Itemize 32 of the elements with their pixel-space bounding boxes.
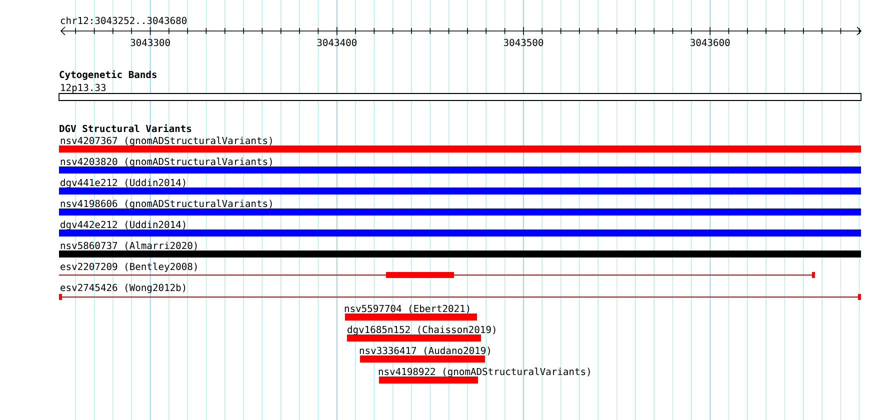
node-label: nsv3336417 (Audano2019)	[360, 346, 490, 356]
node-label: nsv4198606 (gnomADStructuralVariants)	[60, 200, 272, 210]
variant-feature: nsv5597704 (Ebert2021)	[344, 304, 477, 320]
node-label: nsv5597704 (Ebert2021)	[344, 304, 470, 314]
node-label: dgv1685n152 (Chaisson2019)	[348, 326, 496, 336]
node-label: dgv441e212 (Uddin2014)	[60, 178, 186, 188]
variant-feature: nsv4203820 (gnomADStructuralVariants)	[59, 158, 862, 174]
node-label: nsv5860737 (Almarri2020)	[60, 242, 197, 250]
node-label: nsv4198922 (gnomADStructuralVariants)	[378, 368, 590, 378]
variant-feature: dgv1685n152 (Chaisson2019)	[347, 326, 496, 342]
tick-label: 3043300	[130, 38, 170, 46]
node-label: dgv442e212 (Uddin2014)	[60, 220, 186, 230]
node-label: nsv4203820 (gnomADStructuralVariants)	[60, 158, 272, 168]
node-label: esv2745426 (Wong2012b)	[60, 284, 186, 294]
variant-feature: esv2207209 (Bentley2008)	[58, 262, 816, 278]
variant-feature: dgv442e212 (Uddin2014)	[59, 220, 862, 236]
tick-label: 3043400	[317, 38, 356, 46]
variant-feature: esv2745426 (Wong2012b)	[59, 284, 862, 300]
variant-feature: nsv4207367 (gnomADStructuralVariants)	[59, 136, 862, 152]
variant-feature: dgv441e212 (Uddin2014)	[59, 178, 862, 194]
range-label: chr12:3043252..3043680	[60, 16, 187, 24]
track-heading: Cytogenetic Bands	[60, 70, 156, 80]
node-label: esv2207209 (Bentley2008)	[60, 262, 197, 272]
variant-feature: nsv3336417 (Audano2019)	[360, 346, 490, 362]
variant-feature: nsv4198922 (gnomADStructuralVariants)	[378, 368, 590, 384]
variant-feature: nsv4198606 (gnomADStructuralVariants)	[59, 200, 862, 216]
node-label: nsv4207367 (gnomADStructuralVariants)	[60, 136, 272, 146]
band-label: 12p13.33	[61, 84, 106, 93]
variant-feature: nsv5860737 (Almarri2020)	[59, 242, 862, 258]
track-heading: DGV Structural Variants	[60, 124, 192, 132]
tick-label: 3043600	[690, 38, 730, 46]
tick-label: 3043500	[504, 38, 544, 46]
